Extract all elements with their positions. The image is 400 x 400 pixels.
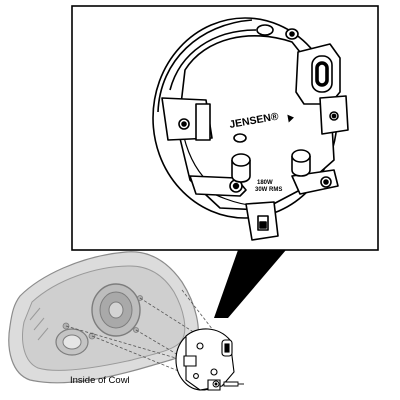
cowl-caption: Inside of Cowl [70,375,130,386]
mounting-tab-right [319,95,349,135]
mounting-tab-left [161,97,213,141]
exploded-view [8,251,244,391]
mounting-tab-bottom-left [189,175,247,197]
rating-line-2: 30W RMS [255,187,282,193]
callout-wedge [214,250,286,318]
detail-panel: JENSEN® 180W 30W RMS [71,5,379,318]
screw [223,381,239,387]
speaker-rear-view [152,17,349,241]
terminal-connector [295,43,341,105]
bottom-clip [245,201,279,241]
cowl-inside [8,251,199,384]
center-boss-right [291,149,311,177]
center-boss-left [231,153,251,183]
screw-hardware [212,380,244,388]
rating-line-1: 180W [257,180,273,186]
arrow-icon [287,114,294,123]
speaker-small [175,328,235,391]
